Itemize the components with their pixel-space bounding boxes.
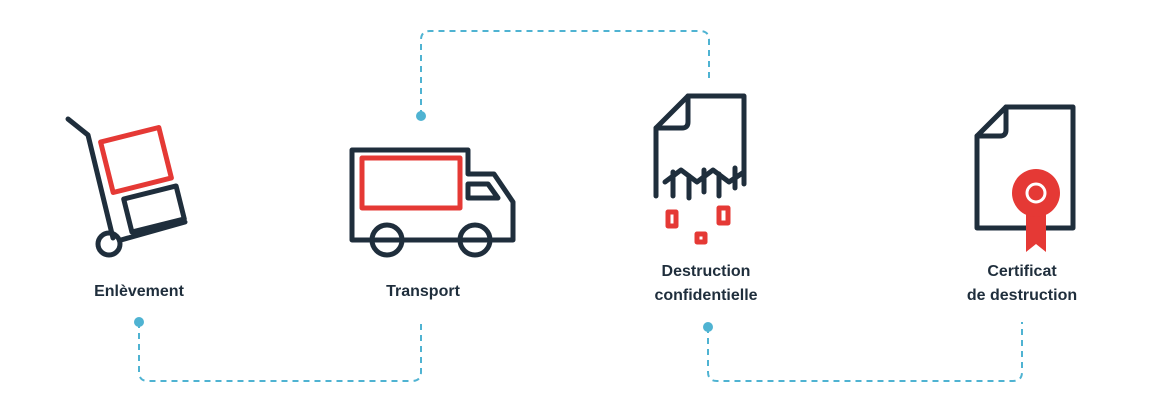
connector-destruction-certificat — [707, 322, 1023, 382]
step-label-destruction: Destruction confidentielle — [654, 263, 758, 304]
step-label-transport: Transport — [386, 283, 460, 300]
shredded-document-icon — [653, 93, 747, 245]
step-label-enlevement: Enlèvement — [94, 283, 184, 300]
hand-truck-icon — [65, 116, 188, 258]
truck-icon — [349, 147, 516, 258]
connector-enlevement-transport — [138, 321, 422, 382]
connector-dot — [134, 317, 144, 327]
connector-dot — [416, 111, 426, 121]
connectors — [134, 30, 1023, 382]
certificate-icon — [974, 104, 1076, 252]
step-label-certificat: Certificat de destruction — [966, 263, 1078, 304]
connector-dot — [703, 322, 713, 332]
connector-transport-destruction — [420, 30, 710, 116]
